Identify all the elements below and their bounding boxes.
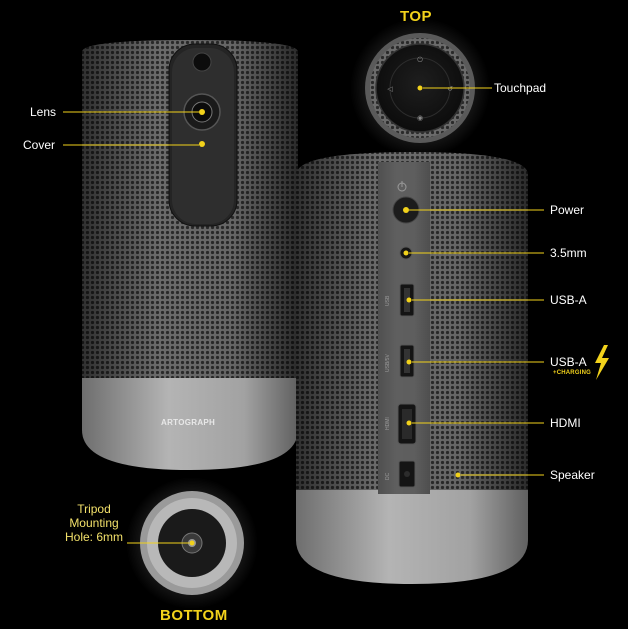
callout-hdmi: HDMI: [550, 416, 581, 430]
callout-cover: Cover: [23, 138, 56, 152]
port-label-usb: USB: [385, 295, 391, 306]
callout-touchpad: Touchpad: [494, 81, 547, 95]
callout-usb-a-charging: USB-A: [550, 355, 587, 369]
power-icon: [397, 181, 407, 192]
tripod-line-3: Hole: 6mm: [64, 530, 123, 544]
svg-text:⏻: ⏻: [417, 56, 423, 64]
projector-back: [296, 152, 528, 584]
tripod-line-1: Tripod: [77, 502, 111, 516]
callout-charging-note: +CHARGING: [553, 370, 591, 376]
callout-audio: 3.5mm: [550, 246, 587, 260]
callout-lines: [63, 87, 544, 544]
svg-text:↺: ↺: [447, 85, 453, 93]
heading-top: TOP: [400, 8, 433, 25]
touchpad-icon: [417, 85, 423, 91]
heading-bottom: BOTTOM: [160, 607, 228, 624]
callout-power: Power: [550, 203, 585, 217]
tripod-line-2: Mounting: [69, 516, 119, 530]
brand-logo: ARTOGRAPH: [161, 418, 216, 427]
callout-tripod: Tripod Mounting Hole: 6mm: [52, 502, 136, 544]
svg-text:◉: ◉: [417, 114, 423, 122]
sensor-icon: [192, 52, 212, 72]
callout-lens: Lens: [30, 105, 57, 119]
callout-speaker: Speaker: [550, 468, 595, 482]
callout-usb-a: USB-A: [550, 293, 587, 307]
projector-front: [82, 40, 298, 470]
port-label-dc: DC: [385, 472, 391, 480]
port-label-usb-charge: USB/5V: [385, 354, 391, 372]
port-label-hdmi: HDMI: [385, 417, 391, 430]
lightning-icon: [595, 345, 609, 380]
bottom-view: [126, 477, 258, 609]
svg-text:◁: ◁: [387, 85, 393, 93]
